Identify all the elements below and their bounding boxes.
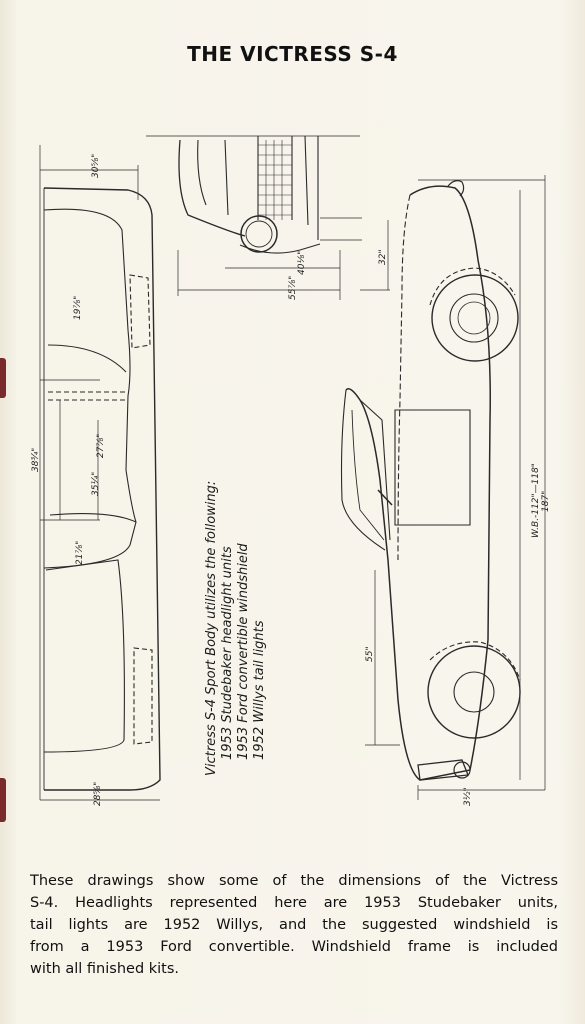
caption-paragraph: These drawings show some of the dimensio… xyxy=(30,870,558,980)
top-view-drawing xyxy=(39,145,161,801)
dim-bottom-width: 28⅝" xyxy=(93,782,103,806)
dim-mid-b: 38¾" xyxy=(31,448,41,472)
note-line-1: Victress S-4 Sport Body utilizes the fol… xyxy=(204,481,219,776)
caption-line-3: tail lights are 1952 Willys, and the sug… xyxy=(30,917,558,933)
note-line-3: 1953 Ford convertible windshield xyxy=(236,543,251,760)
dim-front-a: 55⅞" xyxy=(288,276,298,300)
caption-line-4: from a 1953 Ford convertible. Windshield… xyxy=(30,939,558,955)
binder-ring-bottom xyxy=(0,778,6,822)
dim-side-height: 32" xyxy=(378,249,388,265)
dim-mid-e: 21⅞" xyxy=(75,541,85,565)
dim-side-overall: 187" xyxy=(541,491,551,512)
dim-side-lower: 55" xyxy=(365,646,375,662)
dim-top-width: 30⅝" xyxy=(91,154,101,178)
caption-line-5: with all finished kits. xyxy=(30,961,180,977)
side-view-drawing xyxy=(340,175,546,800)
binder-ring-top xyxy=(0,358,6,398)
technical-drawing: 30⅝" 19⅞" 38¾" 27⅞" 35¼" 21⅞" 28⅝" 55⅞" … xyxy=(31,135,551,806)
front-view-drawing xyxy=(146,135,362,300)
dim-front-b: 40⅛" xyxy=(297,251,307,275)
dim-ground: 3½" xyxy=(463,787,473,806)
dim-mid-a: 19⅞" xyxy=(73,296,83,320)
page-title: THE VICTRESS S-4 xyxy=(187,42,398,66)
caption-line-2: S-4. Headlights represented here are 195… xyxy=(30,895,558,911)
note-line-2: 1953 Studebaker headlight units xyxy=(220,546,235,760)
dim-side-wheelbase: W.B.-112"—118" xyxy=(531,463,541,538)
note-line-4: 1952 Willys tail lights xyxy=(252,620,267,760)
caption-line-1: These drawings show some of the dimensio… xyxy=(30,873,558,889)
dim-mid-c: 27⅞" xyxy=(96,434,106,458)
dim-mid-d: 35¼" xyxy=(91,472,101,496)
